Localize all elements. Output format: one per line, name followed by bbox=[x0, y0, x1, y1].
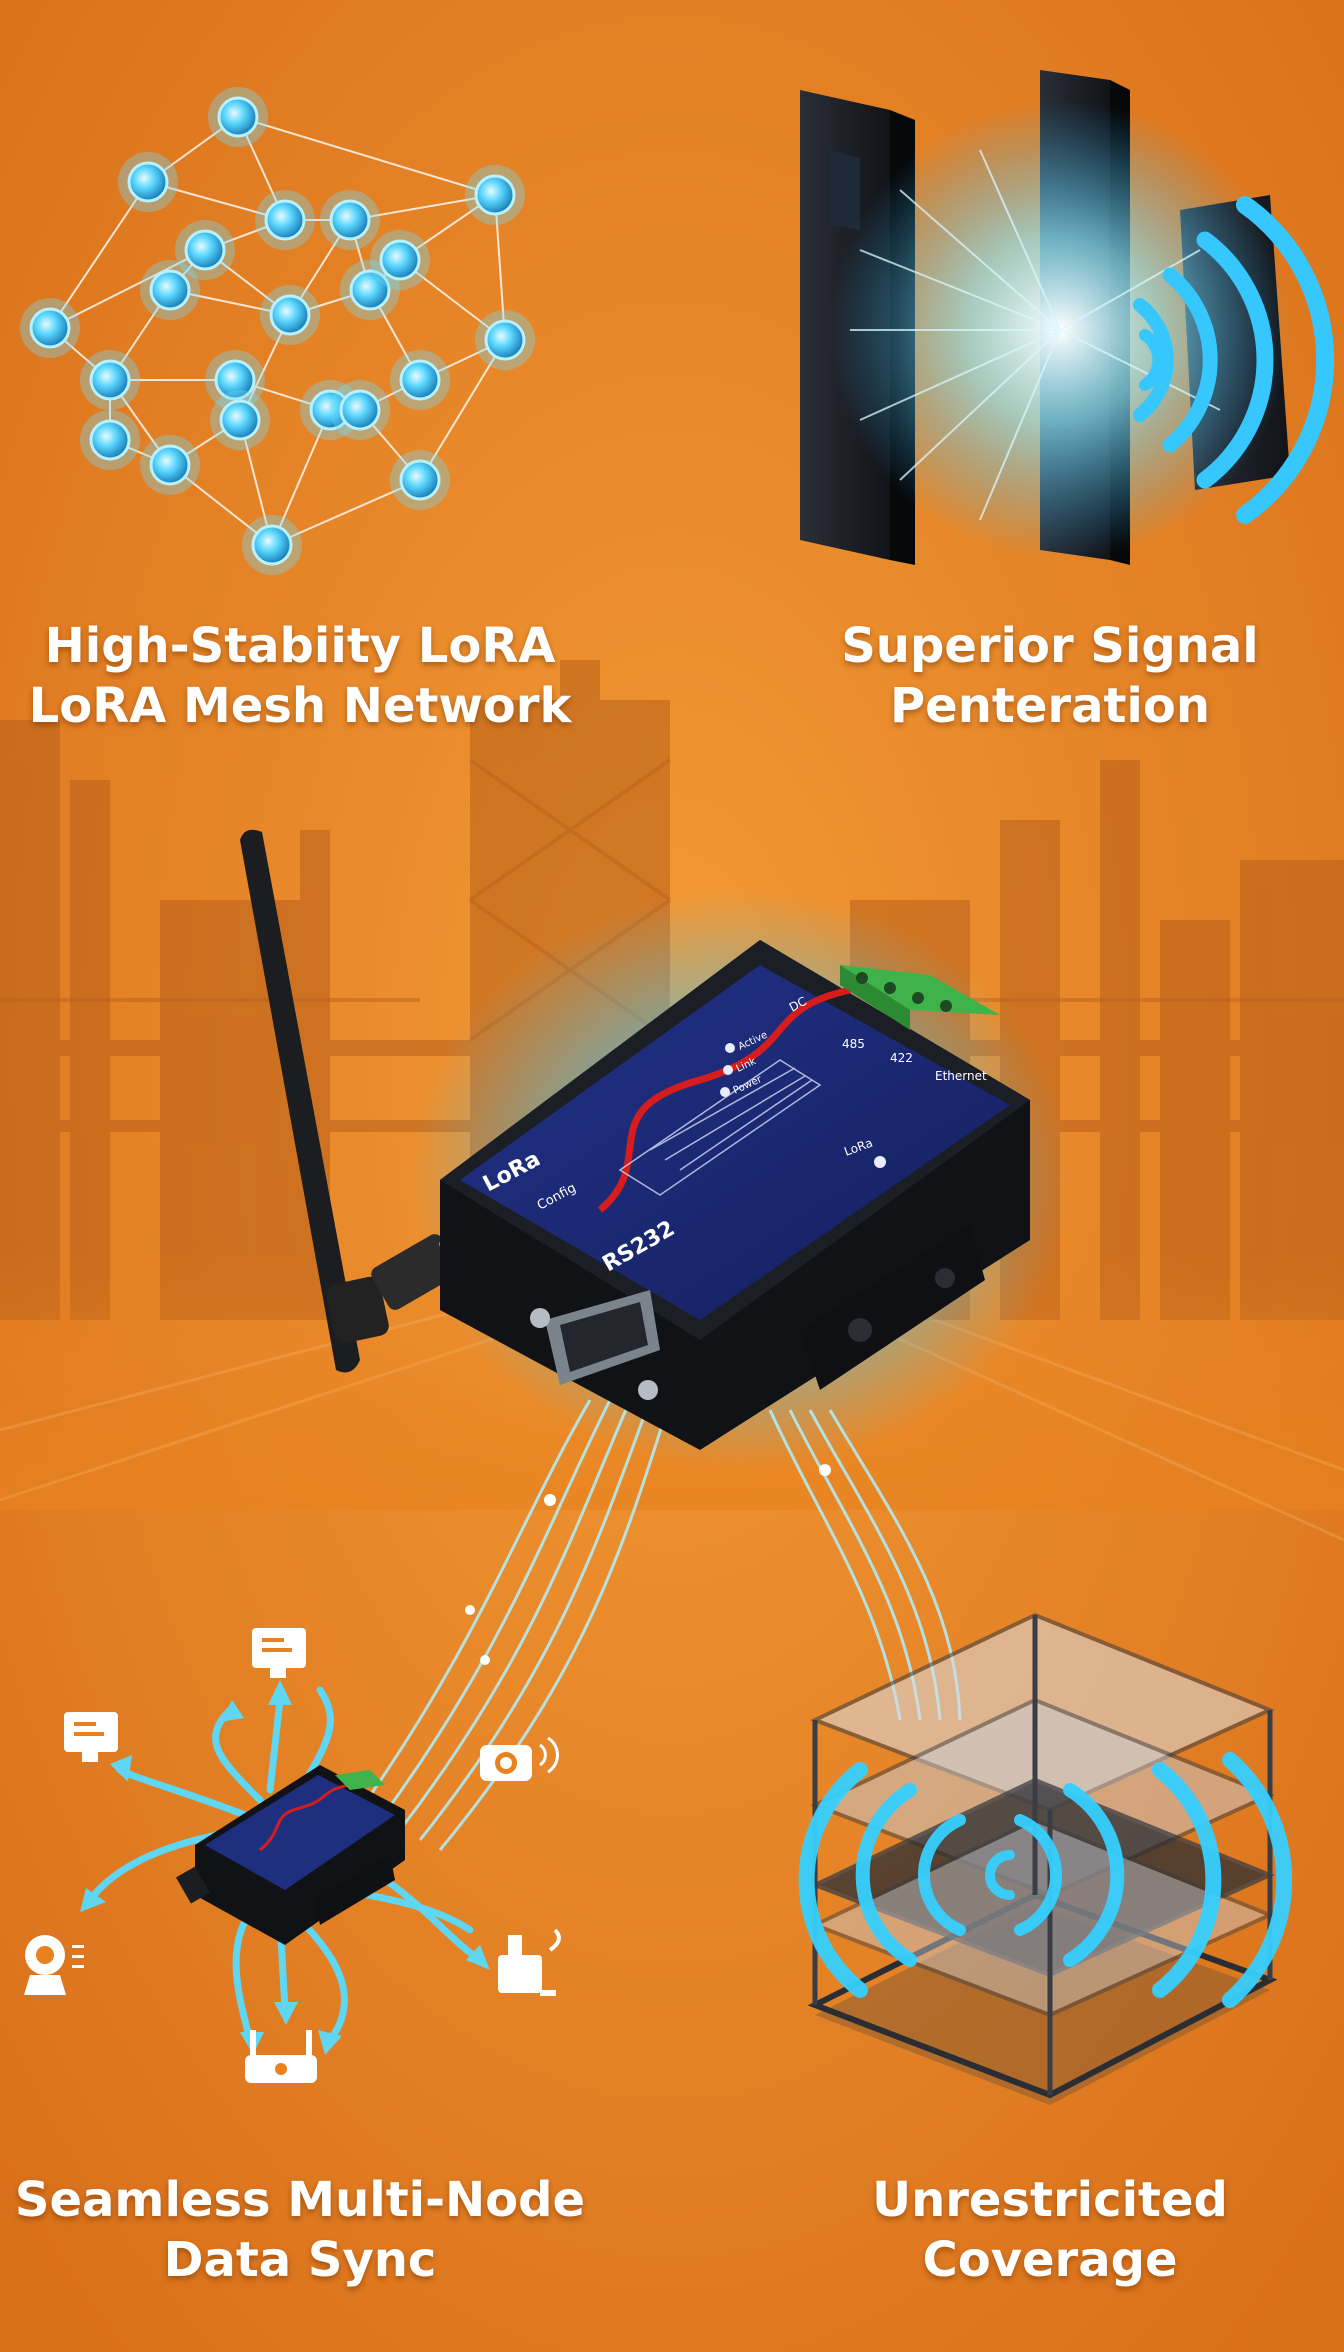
caption-data-sync: Seamless Multi-Node Data Sync bbox=[10, 2170, 590, 2290]
mesh-node bbox=[217, 96, 259, 138]
caption-mesh-network: High-Stabiity LoRA LoRA Mesh Network bbox=[20, 616, 580, 736]
data-stream-lines bbox=[358, 1399, 962, 1851]
mesh-node bbox=[399, 359, 441, 401]
caption-coverage: Unrestricited Coverage bbox=[770, 2170, 1330, 2290]
mesh-node bbox=[264, 199, 306, 241]
mesh-link bbox=[169, 464, 273, 546]
caption-signal-penetration: Superior Signal Penteration bbox=[770, 616, 1330, 736]
mesh-link bbox=[237, 116, 496, 196]
mesh-link bbox=[147, 181, 286, 221]
mesh-node bbox=[184, 229, 226, 271]
mounting-bracket bbox=[800, 1225, 985, 1390]
caption-penetration-line2: Penteration bbox=[889, 678, 1210, 734]
mesh-node bbox=[474, 174, 516, 216]
mesh-node bbox=[339, 389, 381, 431]
mesh-node bbox=[399, 459, 441, 501]
wall-penetration-icon bbox=[800, 70, 1290, 565]
lora-gateway-device: LoRa Config RS232 Active Link Power LoRa… bbox=[240, 829, 1030, 1450]
mesh-node bbox=[127, 161, 169, 203]
mesh-node bbox=[29, 307, 71, 349]
caption-sync-line2: Data Sync bbox=[163, 2232, 437, 2288]
mesh-node bbox=[149, 444, 191, 486]
device-port-tag-0: 485 bbox=[842, 1037, 865, 1051]
mesh-link bbox=[494, 194, 506, 341]
data-particles bbox=[465, 1464, 831, 1665]
mesh-node bbox=[329, 199, 371, 241]
mesh-link bbox=[399, 259, 506, 341]
caption-mesh-line2: LoRA Mesh Network bbox=[28, 678, 572, 734]
building-coverage-icon bbox=[798, 1612, 1293, 2105]
machine-icon bbox=[498, 1928, 561, 1996]
caption-mesh-line1: High-Stabiity LoRA bbox=[44, 618, 556, 674]
caption-coverage-line1: Unrestricited Coverage bbox=[872, 2172, 1228, 2288]
monitor-icon bbox=[252, 1628, 306, 1678]
mesh-link bbox=[239, 419, 273, 546]
status-leds bbox=[720, 1043, 886, 1168]
mesh-node bbox=[149, 269, 191, 311]
mesh-link bbox=[271, 409, 331, 546]
rs232-port bbox=[530, 1290, 660, 1400]
mesh-node bbox=[89, 419, 131, 461]
sensor-icon bbox=[24, 1935, 84, 1995]
mesh-node bbox=[214, 359, 256, 401]
mesh-node bbox=[379, 239, 421, 281]
camera-icon bbox=[480, 1736, 559, 1781]
mesh-link bbox=[49, 181, 149, 329]
mesh-node bbox=[251, 524, 293, 566]
mesh-node bbox=[484, 319, 526, 361]
router-icon bbox=[245, 2030, 317, 2083]
mesh-node bbox=[219, 399, 261, 441]
caption-penetration-line1: Superior Signal bbox=[841, 618, 1259, 674]
device-port-tag-1: 422 bbox=[890, 1051, 913, 1065]
mesh-link bbox=[349, 194, 496, 221]
terminal-block bbox=[840, 965, 1000, 1030]
mesh-link bbox=[49, 249, 206, 329]
mesh-node bbox=[89, 359, 131, 401]
mesh-link bbox=[419, 339, 506, 481]
mesh-node bbox=[269, 294, 311, 336]
caption-sync-line1: Seamless Multi-Node bbox=[14, 2172, 586, 2228]
monitor-icon bbox=[64, 1712, 118, 1762]
device-port-tag-2: Ethernet bbox=[935, 1069, 987, 1083]
signal-waves-icon bbox=[1133, 196, 1335, 524]
mesh-link bbox=[271, 479, 421, 546]
mesh-node bbox=[349, 269, 391, 311]
mesh-network-icon bbox=[20, 87, 535, 575]
